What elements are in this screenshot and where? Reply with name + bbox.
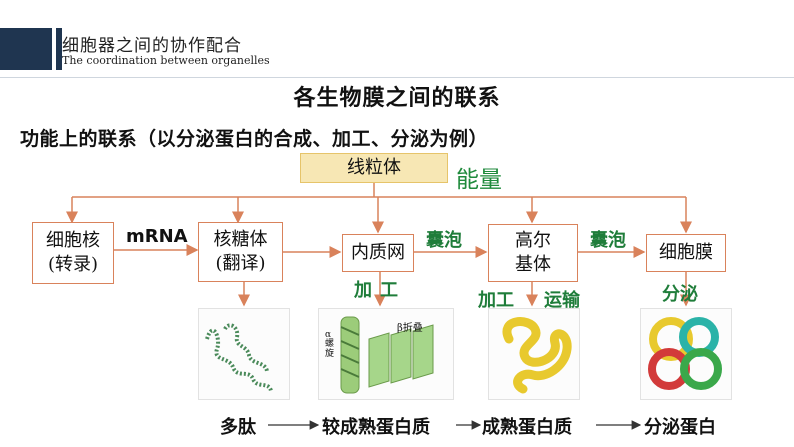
polypeptide-chain-icon xyxy=(205,323,273,392)
header-accent-bar xyxy=(0,28,62,70)
secreted-protein-label: 分泌蛋白 xyxy=(644,417,716,438)
helix-sheet-image: α螺旋 β折叠 xyxy=(318,308,454,400)
immature-protein-label: 较成熟蛋白质 xyxy=(322,417,430,438)
secretion-label: 分泌 xyxy=(662,284,698,305)
golgi-transport-label: 运输 xyxy=(544,290,580,311)
mature-protein-label: 成熟蛋白质 xyxy=(482,417,572,438)
quaternary-protein-icon xyxy=(648,317,722,390)
alpha-helix-label: α螺旋 xyxy=(325,330,335,359)
header-subtitle-en: The coordination between organelles xyxy=(62,54,270,67)
er-box: 内质网 xyxy=(342,234,414,272)
slide-title: 各生物膜之间的联系 xyxy=(293,85,501,111)
ribosome-box: 核糖体 (翻译) xyxy=(198,222,283,282)
membrane-box: 细胞膜 xyxy=(646,234,726,272)
er-process-label: 加工 xyxy=(354,280,406,301)
slide-subtitle: 功能上的联系（以分泌蛋白的合成、加工、分泌为例） xyxy=(20,128,489,150)
folded-protein-image xyxy=(488,308,580,400)
secondary-structure-icon xyxy=(340,316,434,394)
flow-vertical xyxy=(238,272,692,307)
golgi-box: 高尔 基体 xyxy=(488,224,578,282)
beta-sheet-label: β折叠 xyxy=(397,323,423,334)
energy-bus xyxy=(66,183,692,234)
header-divider xyxy=(0,77,794,78)
folded-protein-icon xyxy=(502,317,572,394)
mitochondria-box: 线粒体 xyxy=(300,153,448,183)
golgi-process-label: 加工 xyxy=(478,290,514,311)
nucleus-box: 细胞核 (转录) xyxy=(32,222,114,284)
header-title: 细胞器之间的协作配合 xyxy=(62,36,242,56)
mrna-label: mRNA xyxy=(126,226,188,247)
polypeptide-chain-image xyxy=(198,308,290,400)
polypeptide-label: 多肽 xyxy=(220,417,256,438)
energy-label: 能量 xyxy=(456,167,502,193)
vesicle-label-2: 囊泡 xyxy=(590,230,626,251)
quaternary-protein-image xyxy=(640,308,732,400)
vesicle-label-1: 囊泡 xyxy=(426,230,462,251)
flow-horizontal xyxy=(114,244,646,258)
